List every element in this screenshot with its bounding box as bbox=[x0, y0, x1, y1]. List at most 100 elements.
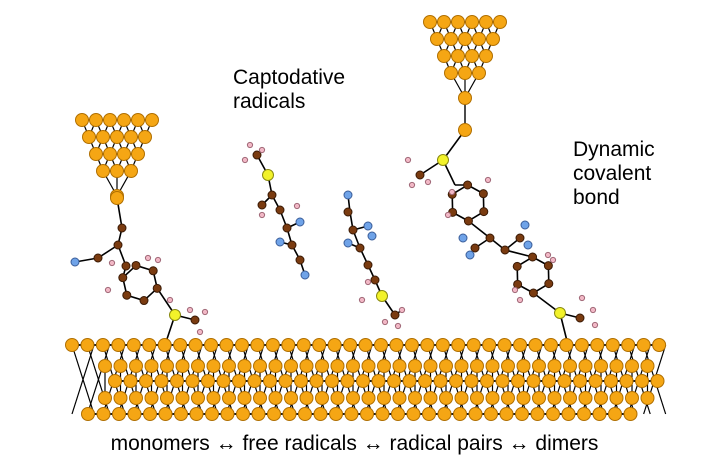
slab-gold-atom bbox=[501, 391, 515, 405]
slab-gold-atom bbox=[404, 338, 419, 352]
slab-gold-atom bbox=[578, 359, 593, 373]
slab-gold-atom bbox=[609, 391, 624, 405]
hydrogen-atom bbox=[408, 181, 416, 189]
right-tip-apex-atom bbox=[458, 91, 472, 105]
slab-gold-atom bbox=[619, 374, 634, 388]
slab-gold-atom bbox=[253, 359, 267, 373]
slab-gold-atom bbox=[374, 338, 388, 352]
slab-gold-atom bbox=[173, 338, 188, 352]
carbon-atom bbox=[479, 207, 489, 217]
slab-gold-atom bbox=[154, 374, 169, 388]
right-tip-atom bbox=[430, 32, 444, 46]
slab-gold-atom bbox=[294, 374, 308, 388]
carbon-atom bbox=[463, 180, 473, 190]
slab-gold-atom bbox=[220, 407, 235, 421]
slab-gold-atom bbox=[253, 391, 267, 405]
left-tip-atom bbox=[117, 113, 131, 127]
hydrogen-atom bbox=[448, 188, 456, 196]
carbon-atom bbox=[148, 266, 158, 276]
slab-gold-atom bbox=[123, 374, 138, 388]
carbon-atom bbox=[485, 233, 495, 243]
molecule-bond bbox=[467, 220, 491, 239]
slab-gold-atom bbox=[625, 359, 639, 373]
equilibrium-caption: monomers ↔ free radicals ↔ radical pairs… bbox=[110, 432, 599, 455]
slab-gold-atom bbox=[559, 338, 574, 352]
carbon-atom bbox=[390, 310, 400, 320]
slab-gold-atom bbox=[327, 338, 342, 352]
slab-gold-atom bbox=[420, 338, 435, 352]
hydrogen-atom bbox=[104, 286, 112, 294]
left-tip-atom bbox=[96, 164, 110, 178]
right-tip-atom bbox=[479, 15, 493, 29]
slab-gold-atom bbox=[296, 338, 311, 352]
slab-gold-atom bbox=[423, 391, 438, 405]
carbon-atom bbox=[295, 255, 305, 265]
hydrogen-atom bbox=[364, 278, 372, 286]
slab-gold-atom bbox=[608, 407, 622, 421]
hydrogen-atom bbox=[381, 318, 389, 326]
nitrogen-atom bbox=[275, 237, 285, 247]
slab-gold-atom bbox=[418, 374, 432, 388]
hydrogen-atom bbox=[241, 156, 249, 164]
carbon-atom bbox=[470, 243, 480, 253]
left-tip-atom bbox=[82, 130, 96, 144]
slab-gold-atom bbox=[325, 374, 339, 388]
slab-gold-atom bbox=[129, 391, 143, 405]
slab-gold-atom bbox=[98, 359, 112, 373]
slab-gold-atom bbox=[563, 391, 577, 405]
slab-gold-atom bbox=[65, 338, 79, 352]
slab-gold-atom bbox=[267, 407, 281, 421]
hydrogen-atom bbox=[591, 321, 599, 329]
slab-gold-atom bbox=[435, 338, 450, 352]
slab-gold-atom bbox=[205, 407, 219, 421]
nitrogen-atom bbox=[343, 190, 353, 200]
slab-gold-atom bbox=[389, 338, 404, 352]
slab-gold-atom bbox=[113, 391, 128, 405]
slab-gold-atom bbox=[340, 374, 355, 388]
slab-gold-atom bbox=[361, 391, 376, 405]
slab-gold-atom bbox=[470, 391, 484, 405]
nitrogen-atom bbox=[300, 270, 310, 280]
slab-gold-atom bbox=[499, 407, 514, 421]
slab-gold-atom bbox=[402, 374, 417, 388]
slab-gold-atom bbox=[126, 338, 141, 352]
hydrogen-atom bbox=[589, 306, 597, 314]
dynamic-label-line1: Dynamic bbox=[573, 138, 655, 161]
slab-gold-atom bbox=[635, 374, 649, 388]
slab-gold-atom bbox=[466, 338, 481, 352]
slab-gold-atom bbox=[268, 391, 283, 405]
left-tip-atom bbox=[96, 130, 110, 144]
slab-gold-atom bbox=[237, 391, 252, 405]
slab-gold-atom bbox=[98, 391, 112, 405]
carbon-atom bbox=[117, 223, 127, 233]
carbon-atom bbox=[287, 240, 297, 250]
hydrogen-atom bbox=[258, 146, 266, 154]
atom-spheres bbox=[65, 15, 667, 421]
molecule-bond bbox=[504, 249, 533, 258]
slab-gold-atom bbox=[139, 374, 153, 388]
slab-gold-atom bbox=[563, 359, 577, 373]
right-tip-atom bbox=[465, 49, 479, 63]
slab-gold-atom bbox=[408, 391, 422, 405]
hydrogen-atom bbox=[511, 286, 519, 294]
hydrogen-atom bbox=[544, 251, 552, 259]
slab-gold-atom bbox=[129, 359, 143, 373]
slab-gold-atom bbox=[547, 391, 562, 405]
slab-gold-atom bbox=[577, 407, 591, 421]
slab-gold-atom bbox=[160, 359, 174, 373]
left-tip-atom bbox=[145, 113, 159, 127]
carbon-atom bbox=[515, 233, 525, 243]
sulfur-atom bbox=[169, 309, 181, 321]
right-tip-atom bbox=[444, 66, 458, 80]
nitrogen-atom bbox=[363, 221, 373, 231]
slab-gold-atom bbox=[497, 338, 512, 352]
slab-gold-atom bbox=[315, 359, 329, 373]
slab-gold-atom bbox=[174, 407, 188, 421]
slab-gold-atom bbox=[516, 359, 531, 373]
hydrogen-atom bbox=[144, 254, 152, 262]
carbon-atom bbox=[282, 223, 292, 233]
hydrogen-atom bbox=[404, 156, 412, 164]
slab-gold-atom bbox=[284, 391, 298, 405]
slab-gold-atom bbox=[315, 391, 329, 405]
slab-gold-atom bbox=[281, 338, 296, 352]
